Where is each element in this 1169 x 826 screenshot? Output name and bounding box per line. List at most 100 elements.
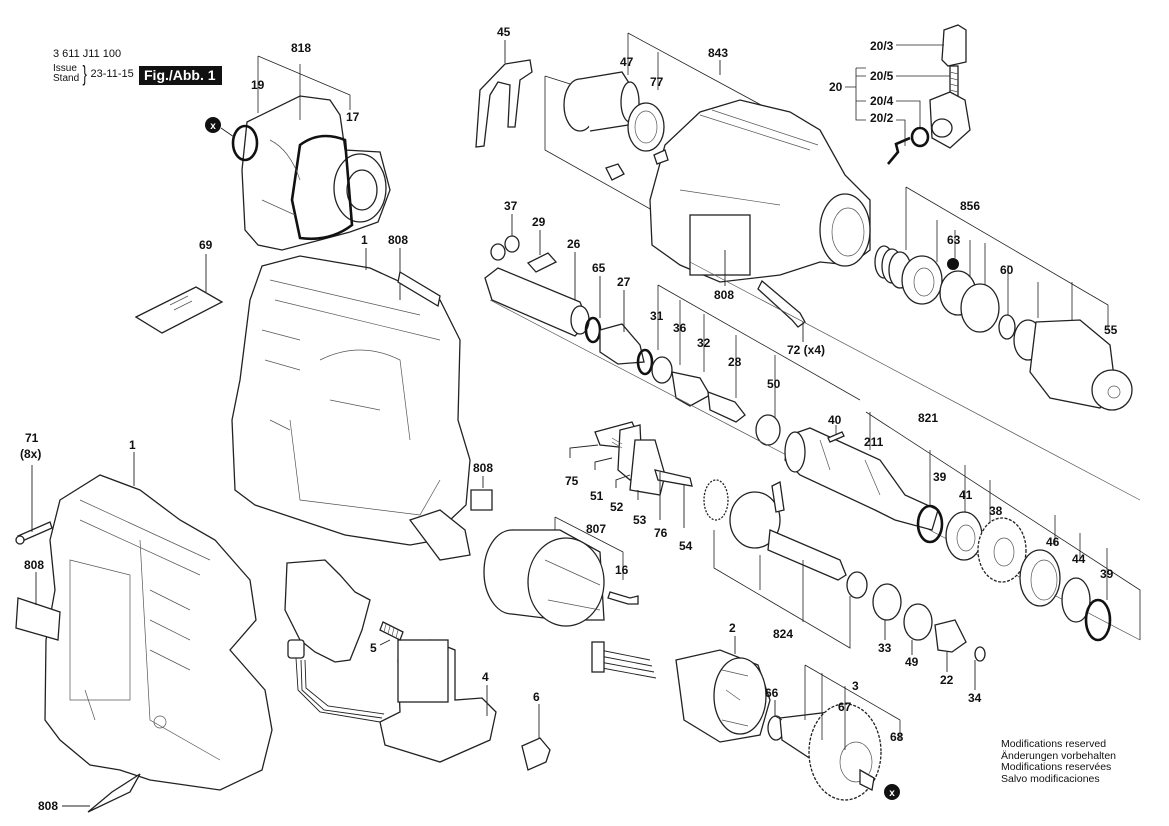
issue-block: Issue Stand } 23-11-15 [53, 61, 134, 86]
label-plate-69 [134, 286, 224, 334]
label-26: 26 [567, 237, 581, 251]
brush-holder-20 [929, 91, 971, 149]
bearing-33 [872, 583, 902, 621]
x-marker-armature-label: x [889, 788, 895, 799]
intermediate-shaft-824 [703, 479, 847, 581]
label-63: 63 [947, 233, 961, 247]
screw-72 [757, 279, 806, 328]
label-sticker-808-bottom [87, 773, 141, 813]
circlip-39-b [1084, 598, 1112, 642]
document-number: 3 611 J11 100 [53, 48, 122, 60]
label-1-lower: 1 [129, 438, 136, 452]
label-47: 47 [620, 55, 634, 69]
brace-glyph: } [82, 61, 88, 86]
x-marker-dot [205, 117, 221, 133]
o-ring-65 [584, 316, 602, 344]
label-53: 53 [633, 513, 647, 527]
washer-44 [1061, 577, 1091, 623]
label-45: 45 [497, 25, 511, 39]
label-6: 6 [533, 690, 540, 704]
label-sticker-808-upper [397, 270, 441, 308]
label-sticker-808-left [15, 597, 61, 641]
modifications-es: Salvo modificaciones [1001, 772, 1100, 785]
issue-label: Issue [53, 63, 77, 74]
label-818: 818 [291, 41, 311, 55]
screw-16 [607, 591, 639, 605]
label-808-mid: 808 [714, 288, 734, 302]
label-55: 55 [1104, 323, 1118, 337]
label-20: 20 [829, 80, 843, 94]
label-843: 843 [708, 46, 728, 60]
label-39-a: 39 [933, 470, 947, 484]
label-29: 29 [532, 215, 546, 229]
label-808-upper: 808 [388, 233, 408, 247]
retaining-ring-60 [998, 314, 1016, 340]
circlip-39-a [916, 504, 944, 544]
o-ring-20-4 [910, 126, 930, 148]
label-20-3: 20/3 [870, 39, 894, 53]
label-71-quantity: (8x) [20, 447, 41, 461]
label-17: 17 [346, 110, 360, 124]
label-76: 76 [654, 526, 668, 540]
label-808-left: 808 [24, 558, 44, 572]
label-856: 856 [960, 199, 980, 213]
label-75: 75 [565, 474, 579, 488]
bush-32 [671, 371, 711, 407]
sleeve-50 [755, 414, 781, 446]
stand-label: Stand [53, 73, 80, 84]
beat-piece-28 [707, 391, 746, 423]
carbon-brush-20-3 [941, 24, 967, 67]
spring-set-856 [874, 245, 943, 305]
stator-2 [591, 641, 771, 743]
pin-40 [827, 431, 845, 443]
clutch-41 [945, 511, 983, 561]
gear-housing-flange-818 [241, 95, 391, 251]
label-4: 4 [482, 670, 489, 684]
label-22: 22 [940, 673, 954, 687]
spring-5 [379, 621, 404, 641]
washer-37-b [504, 235, 520, 253]
label-32: 32 [697, 336, 711, 350]
label-808-bottom: 808 [38, 799, 58, 813]
wire-clip-20-2 [887, 136, 911, 165]
gear-38 [977, 517, 1027, 583]
label-3: 3 [852, 679, 859, 693]
label-77: 77 [650, 75, 664, 89]
label-66: 66 [765, 686, 779, 700]
grease-icon [605, 163, 625, 181]
gear-case-843 [649, 99, 871, 283]
label-211: 211 [864, 435, 884, 449]
label-16: 16 [615, 563, 629, 577]
mode-switch-mechanism [594, 421, 693, 496]
x-marker-armature [884, 784, 900, 800]
label-1-upper: 1 [361, 233, 368, 247]
washer-37-a [490, 243, 506, 261]
label-67: 67 [838, 700, 852, 714]
label-54: 54 [679, 539, 693, 553]
label-49: 49 [905, 655, 919, 669]
label-sticker-808-right [470, 489, 493, 511]
label-821: 821 [918, 411, 938, 425]
label-808-right: 808 [473, 461, 493, 475]
label-41: 41 [959, 488, 973, 502]
label-28: 28 [728, 355, 742, 369]
label-36: 36 [673, 321, 687, 335]
label-20-5: 20/5 [870, 69, 894, 83]
label-20-2: 20/2 [870, 111, 894, 125]
label-31: 31 [650, 309, 664, 323]
label-72: 72 (x4) [787, 343, 825, 357]
spring-46 [1019, 549, 1061, 607]
o-ring-19 [231, 124, 259, 162]
label-33: 33 [878, 641, 892, 655]
figure-badge: Fig./Abb. 1 [139, 66, 222, 85]
ring-34 [974, 646, 986, 662]
armature-3 [767, 703, 882, 801]
label-60: 60 [1000, 263, 1014, 277]
modifications-notice: Modifications reserved Änderungen vorbeh… [1001, 738, 1117, 785]
label-34: 34 [968, 691, 982, 705]
clip-45 [475, 59, 533, 148]
label-51: 51 [590, 489, 604, 503]
label-19: 19 [251, 78, 265, 92]
modifications-de: Änderungen vorbehalten [1001, 749, 1117, 762]
